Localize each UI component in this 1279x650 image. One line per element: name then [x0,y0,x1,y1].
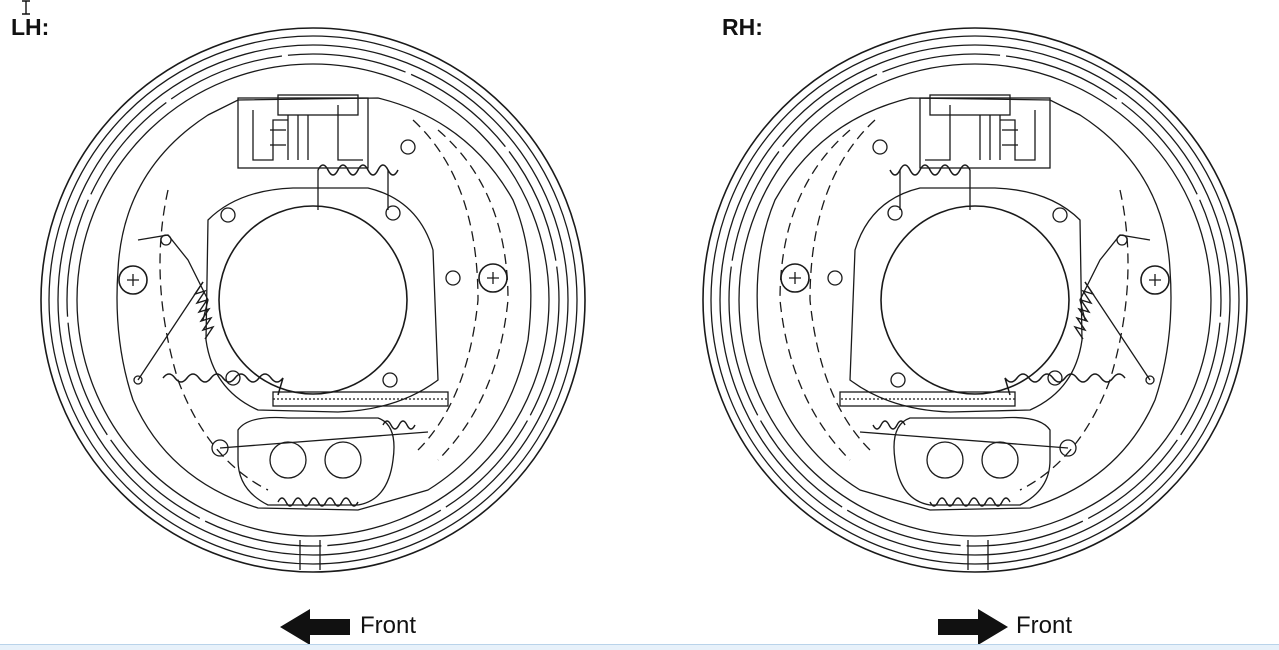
text-cursor-icon [22,0,30,15]
rh-label: RH: [722,14,763,40]
window-bottom-bar [0,644,1279,650]
arrow-left-icon [280,609,350,645]
front-label-left: Front [360,612,417,639]
arrow-right-icon [938,609,1008,645]
rh-brake-assembly-diagram [702,27,1248,573]
lh-brake-assembly-diagram [40,27,586,573]
front-label-right: Front [1016,612,1073,639]
lh-label: LH: [11,14,50,40]
